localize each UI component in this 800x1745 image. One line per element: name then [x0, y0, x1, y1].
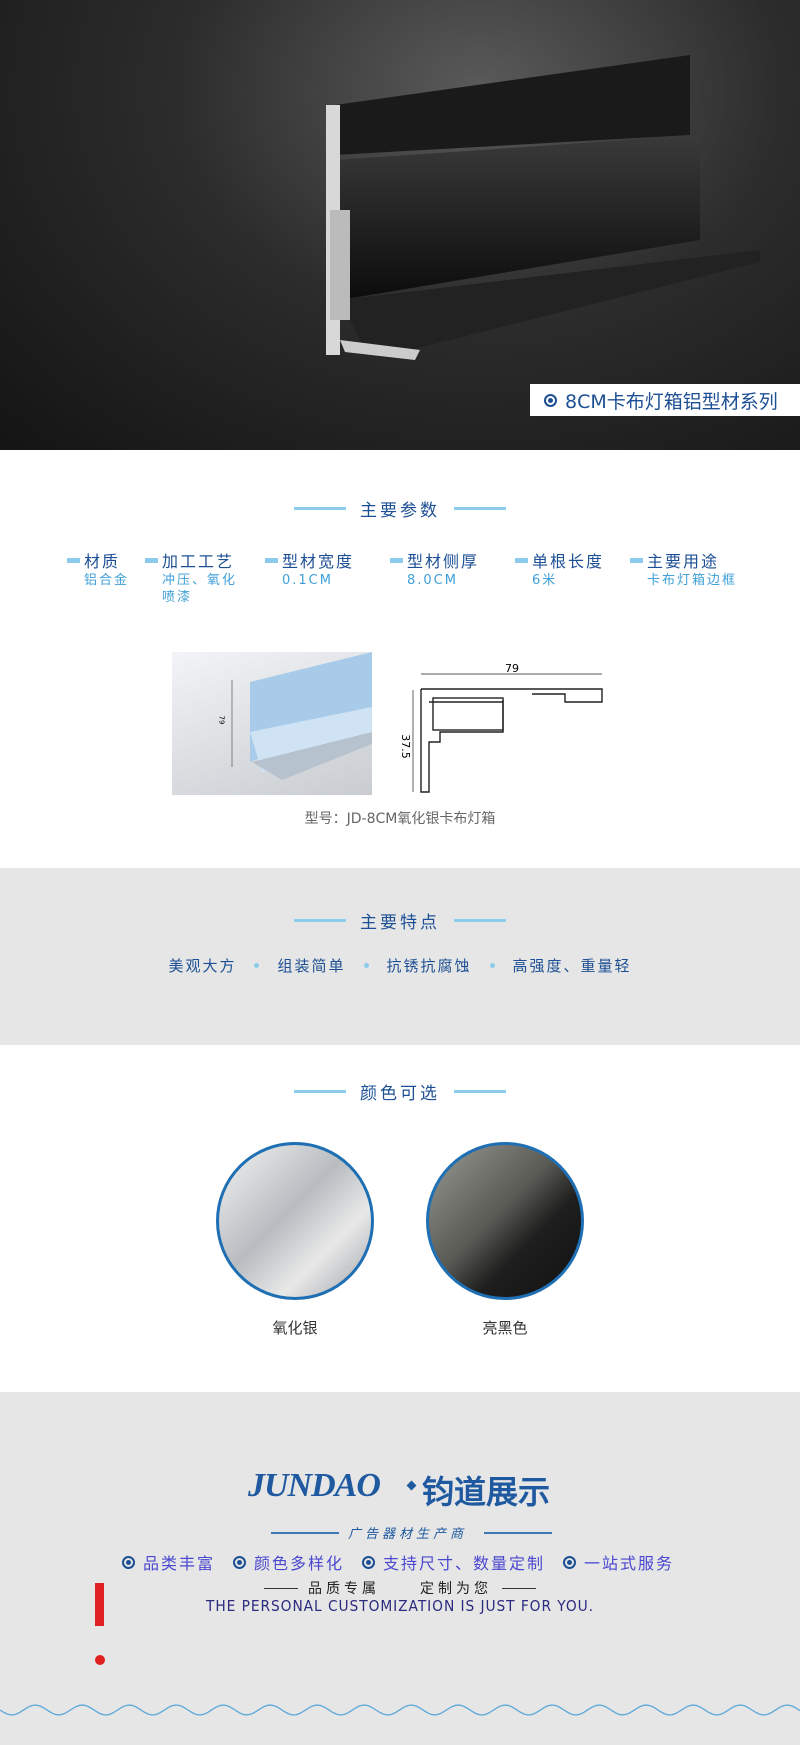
brand-logo-cn: 钧道展示	[422, 1473, 551, 1511]
footer	[0, 1392, 800, 1745]
service-bullets: 品类丰富 颜色多样化 支持尺寸、数量定制 一站式服务	[122, 1550, 674, 1574]
brand-logo-en: JUNDAO	[248, 1467, 381, 1504]
params-title: 主要参数	[0, 496, 800, 521]
feature-item: 高强度、重量轻	[512, 957, 632, 975]
photo-dimension: 79	[217, 715, 226, 725]
exclamation-icon	[95, 1583, 104, 1626]
feature-item: 抗锈抗腐蚀	[386, 957, 472, 975]
param-usage: 主要用途卡布灯箱边框	[630, 548, 737, 589]
feature-item: 组装简单	[277, 957, 346, 975]
features-list: 美观大方 组装简单 抗锈抗腐蚀 高强度、重量轻	[0, 955, 800, 976]
colors-title: 颜色可选	[0, 1079, 800, 1104]
features-title: 主要特点	[0, 908, 800, 933]
features-section	[0, 868, 800, 1045]
swatch-black[interactable]	[426, 1142, 584, 1300]
section-title: 主要参数	[360, 501, 440, 521]
param-process: 加工工艺冲压、氧化喷漆	[145, 548, 237, 606]
slogan: 品质专属定制为您	[0, 1578, 800, 1598]
model-caption: 型号：JD-8CM氧化银卡布灯箱	[304, 811, 496, 827]
feature-item: 美观大方	[168, 957, 237, 975]
series-label: 8CM卡布灯箱铝型材系列	[530, 384, 800, 416]
diagram-height: 37.5	[398, 734, 412, 759]
hero-banner: 8CM卡布灯箱铝型材系列	[0, 0, 800, 450]
color-label-black: 亮黑色	[482, 1319, 528, 1337]
wave-divider	[0, 1704, 800, 1716]
radio-bullet-icon	[544, 393, 557, 407]
slogan-english: THE PERSONAL CUSTOMIZATION IS JUST FOR Y…	[205, 1597, 594, 1615]
diagram-width: 79	[505, 662, 519, 675]
series-label-text: 8CM卡布灯箱铝型材系列	[565, 390, 778, 413]
aluminum-profile-image	[326, 55, 760, 360]
brand-tagline: 广告器材生产商	[348, 1527, 468, 1542]
param-material: 材质铝合金	[67, 548, 129, 589]
profile-photo: 79	[172, 652, 372, 795]
section-title: 主要特点	[360, 913, 440, 933]
profile-diagram: 79 37.5	[399, 662, 620, 797]
section-title: 颜色可选	[360, 1084, 440, 1104]
color-label-silver: 氧化银	[272, 1319, 318, 1337]
swatch-silver[interactable]	[216, 1142, 374, 1300]
